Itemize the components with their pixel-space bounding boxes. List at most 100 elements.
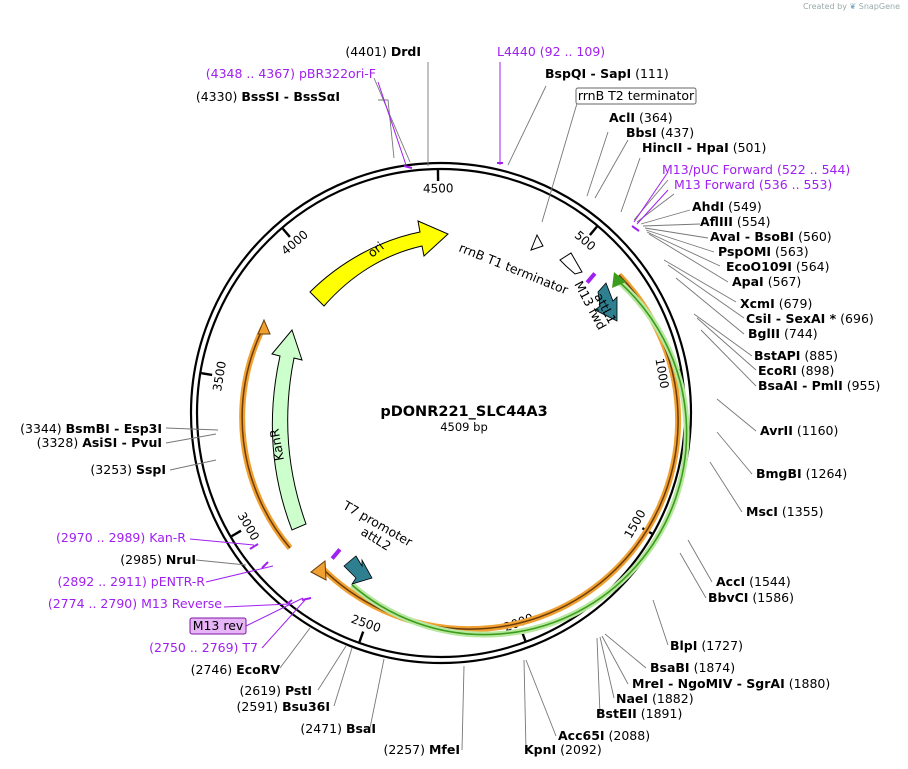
site-label-part: (1727) <box>697 638 743 653</box>
site-label-part: (2092) <box>556 742 602 757</box>
site-label[interactable]: (2619) PstI <box>239 683 312 698</box>
primer-label-part: M13/pUC Forward <box>662 162 777 177</box>
rrnb-t2-label-box[interactable] <box>575 87 697 105</box>
site-label-part: (111) <box>631 66 669 81</box>
site-label[interactable]: MreI - NgoMIV - SgrAI (1880) <box>632 676 830 691</box>
site-label-part: BspQI - SapI <box>545 66 631 81</box>
map-title: pDONR221_SLC44A3 <box>380 404 547 420</box>
site-label[interactable]: MscI (1355) <box>746 504 824 519</box>
site-label[interactable]: AccI (1544) <box>716 574 791 589</box>
site-label-part: (744) <box>780 326 818 341</box>
primer-label[interactable]: (2774 .. 2790) M13 Reverse <box>48 596 222 611</box>
tick-mark-2500 <box>358 631 365 643</box>
tick-label: 3500 <box>210 360 229 392</box>
primer-marks <box>249 162 640 605</box>
orf-green[interactable] <box>350 277 690 638</box>
site-label[interactable]: BglII (744) <box>748 326 818 341</box>
site-label-part: BlpI <box>670 638 697 653</box>
site-label-part: (564) <box>792 259 830 274</box>
site-label[interactable]: BbvCI (1586) <box>708 590 794 605</box>
feature-ori[interactable] <box>309 220 449 307</box>
site-label-part: Bsu36I <box>282 699 330 714</box>
snapgene-credit: Created by ❦ SnapGene <box>803 2 900 11</box>
site-label-part: (563) <box>771 244 809 259</box>
site-label[interactable]: BlpI (1727) <box>670 638 743 653</box>
site-label-part: (885) <box>800 348 838 363</box>
tick-mark-3000 <box>230 529 242 538</box>
site-label[interactable]: CsiI - SexAI * (696) <box>746 311 874 326</box>
site-label[interactable]: PspOMI (563) <box>718 244 809 259</box>
site-label-part: MreI - NgoMIV - SgrAI <box>632 676 785 691</box>
site-label-part: (3344) <box>20 421 66 436</box>
rrnb-t1-label: rrnB T1 terminator <box>457 240 571 298</box>
site-label-part: BmgBI <box>756 466 802 481</box>
site-label-part: ApaI <box>732 274 764 289</box>
site-label[interactable]: (2591) Bsu36I <box>237 699 330 714</box>
site-label[interactable]: AvaI - BsoBI (560) <box>710 229 832 244</box>
feature-attl2[interactable] <box>343 555 373 585</box>
feature-rrnb-t1[interactable] <box>559 252 583 275</box>
site-label[interactable]: BsaBI (1874) <box>650 660 735 675</box>
site-label[interactable]: BstAPI (885) <box>754 348 838 363</box>
primer-label[interactable]: L4440 (92 .. 109) <box>497 44 605 59</box>
site-label[interactable]: EcoO109I (564) <box>726 259 830 274</box>
site-label-part: (501) <box>729 140 767 155</box>
site-label[interactable]: BsaAI - PmlI (955) <box>758 378 880 393</box>
site-label[interactable]: (3253) SspI <box>90 462 166 477</box>
feature-t7-promoter[interactable] <box>330 548 342 560</box>
primer-label-part: M13 Reverse <box>141 596 222 611</box>
site-label[interactable]: KpnI (2092) <box>524 742 602 757</box>
site-label[interactable]: AvrII (1160) <box>760 423 838 438</box>
site-label-part: (1544) <box>745 574 791 589</box>
site-label-part: MfeI <box>429 742 460 757</box>
site-label[interactable]: (4401) DrdI <box>345 44 421 59</box>
site-label[interactable]: (2746) EcoRV <box>191 662 281 677</box>
primer-label[interactable]: (2970 .. 2989) Kan-R <box>56 530 186 545</box>
site-label[interactable]: (3344) BsmBI - Esp3I <box>20 421 162 436</box>
site-label-part: (549) <box>724 199 762 214</box>
site-label-part: (2257) <box>383 742 429 757</box>
site-label[interactable]: NaeI (1882) <box>616 691 694 706</box>
site-label-part: (1264) <box>802 466 848 481</box>
site-label-part: CsiI - SexAI * <box>746 311 837 326</box>
site-label[interactable]: Acc65I (2088) <box>558 728 650 743</box>
feature-m13fwd[interactable] <box>585 272 597 284</box>
feature-attl1[interactable] <box>594 282 618 322</box>
site-label[interactable]: BstEII (1891) <box>596 706 682 721</box>
primer-label-part: pENTR-R <box>151 574 206 589</box>
site-label[interactable]: (3328) AsiSI - PvuI <box>37 435 162 450</box>
site-label[interactable]: BbsI (437) <box>626 125 694 140</box>
site-label-part: BsaAI - PmlI <box>758 378 843 393</box>
primer-label-part: M13 Forward <box>674 177 759 192</box>
primer-label[interactable]: M13/pUC Forward (522 .. 544) <box>662 162 850 177</box>
tick-label: 4500 <box>423 181 454 195</box>
site-label[interactable]: AhdI (549) <box>692 199 762 214</box>
orf-green-core <box>351 279 688 636</box>
site-label[interactable]: EcoRI (898) <box>758 363 834 378</box>
rrnb-t2-label-text: rrnB T2 terminator <box>578 88 695 103</box>
site-label[interactable]: (2257) MfeI <box>383 742 460 757</box>
primer-label[interactable]: M13 Forward (536 .. 553) <box>674 177 832 192</box>
site-label[interactable]: AclI (364) <box>609 110 673 125</box>
primer-label-part: T7 <box>241 640 258 655</box>
site-label[interactable]: (4330) BssSI - BssSαI <box>196 89 340 104</box>
feature-kanr[interactable] <box>271 328 307 531</box>
primer-label[interactable]: (2892 .. 2911) pENTR-R <box>58 574 206 589</box>
feature-rrnb-t2[interactable] <box>530 233 544 251</box>
primer-label-part: (536 .. 553) <box>759 177 832 192</box>
primer-label[interactable]: (4348 .. 4367) pBR322ori-F <box>206 66 376 81</box>
site-label[interactable]: (2985) NruI <box>120 552 196 567</box>
site-label-part: (1891) <box>637 706 683 721</box>
m13-rev-label-box[interactable] <box>189 617 247 635</box>
site-label[interactable]: AflIII (554) <box>700 214 771 229</box>
site-label-part: EcoRV <box>236 662 280 677</box>
site-label[interactable]: (2471) BsaI <box>300 721 376 736</box>
site-label[interactable]: ApaI (567) <box>732 274 801 289</box>
site-label[interactable]: XcmI (679) <box>740 296 812 311</box>
site-label[interactable]: HincII - HpaI (501) <box>642 140 766 155</box>
primer-label[interactable]: (2750 .. 2769) T7 <box>149 640 258 655</box>
site-label[interactable]: BspQI - SapI (111) <box>545 66 669 81</box>
site-label-part: (1160) <box>793 423 839 438</box>
site-label[interactable]: BmgBI (1264) <box>756 466 847 481</box>
site-label-part: (1880) <box>785 676 831 691</box>
